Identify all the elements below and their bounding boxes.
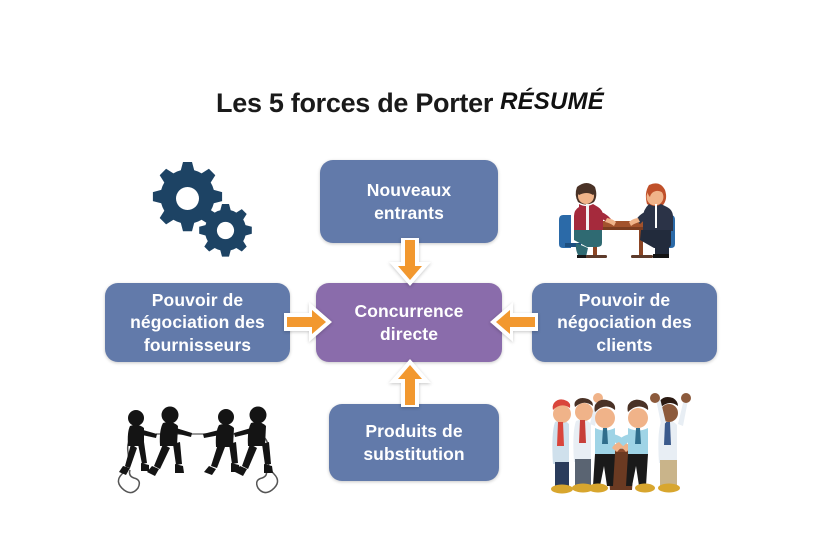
arrow-up-substitutes-to-center (386, 357, 434, 407)
title-emphasis: RÉSUMÉ (500, 88, 604, 115)
negotiation-illustration (543, 163, 691, 265)
gears-icon (136, 156, 256, 260)
force-label-direct-competition: Concurrence directe (354, 301, 464, 344)
force-label-substitute-products: Produits de substitution (363, 421, 465, 464)
crowd-competition-illustration (545, 392, 697, 495)
force-label-client-power: Pouvoir de négociation des clients (557, 289, 692, 355)
page-title: Les 5 forces de Porter (216, 88, 494, 118)
arrow-right-suppliers-to-center (284, 299, 334, 345)
force-box-new-entrants[interactable]: Nouveaux entrants (320, 160, 498, 243)
force-label-supplier-power: Pouvoir de négociation des fournisseurs (130, 289, 265, 355)
tug-of-war-illustration (112, 404, 284, 496)
force-box-direct-competition[interactable]: Concurrence directe (316, 283, 502, 362)
force-label-new-entrants: Nouveaux entrants (366, 180, 452, 223)
force-box-client-power[interactable]: Pouvoir de négociation des clients (532, 283, 717, 362)
force-box-substitute-products[interactable]: Produits de substitution (329, 404, 499, 481)
arrow-left-clients-to-center (488, 299, 538, 345)
arrow-down-new-entrants-to-center (386, 238, 434, 288)
force-box-supplier-power[interactable]: Pouvoir de négociation des fournisseurs (105, 283, 290, 362)
